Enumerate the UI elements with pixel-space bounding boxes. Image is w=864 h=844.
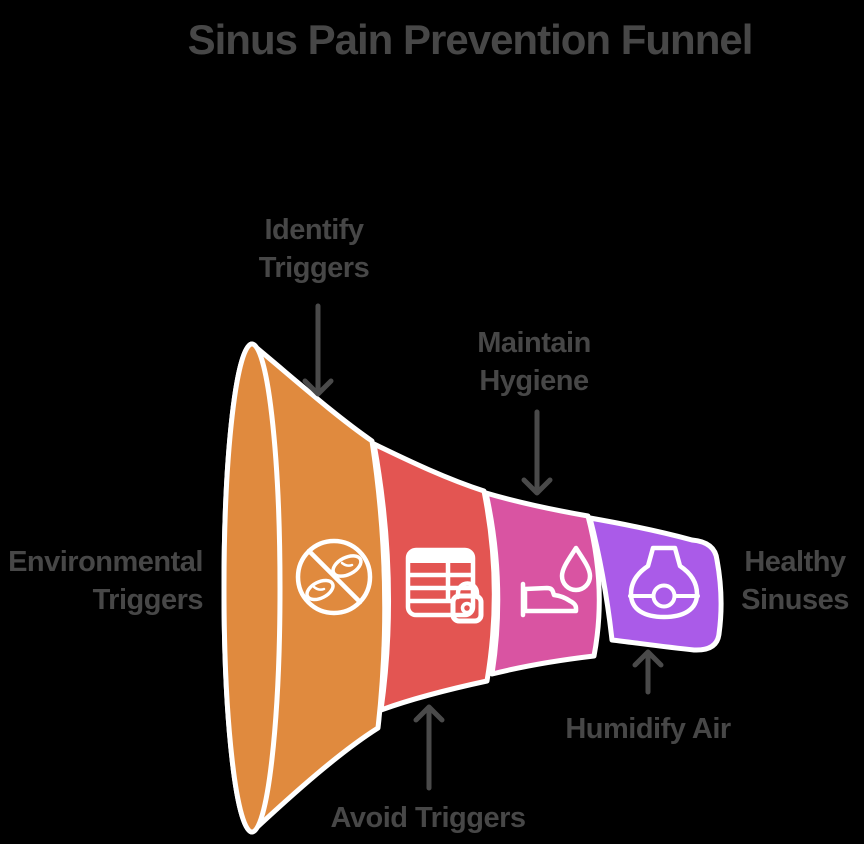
funnel-output-label: Healthy Sinuses — [741, 546, 849, 616]
stage-label-humidify-air: Humidify Air — [565, 713, 731, 745]
arrow-down-icon — [521, 477, 553, 496]
page-title: Sinus Pain Prevention Funnel — [187, 16, 754, 63]
stage-maintain-segment — [483, 490, 602, 677]
funnel-mouth-rim — [221, 341, 283, 835]
locked-schedule-icon — [405, 547, 484, 624]
stage-label-identify-triggers: Identify Triggers — [258, 214, 370, 284]
identify-arrow — [302, 303, 334, 397]
maintain-arrow — [521, 409, 553, 496]
arrow-down-icon — [302, 378, 334, 397]
lock-keyhole — [460, 601, 474, 615]
arrow-up-icon — [413, 704, 445, 723]
hand-hygiene-icon — [520, 545, 593, 618]
stage-label-maintain-hygiene: Maintain Hygiene — [477, 327, 591, 397]
no-allergens-icon — [295, 538, 373, 616]
stage-humidify-segment — [587, 515, 724, 653]
arrow-up-icon — [632, 649, 664, 668]
humidify-arrow — [632, 649, 664, 695]
avoid-arrow — [413, 704, 445, 791]
funnel-segments — [221, 341, 724, 835]
funnel-input-label: Environmental Triggers — [8, 546, 203, 616]
water-drop — [559, 545, 593, 593]
stage-label-avoid-triggers: Avoid Triggers — [330, 802, 526, 834]
humidifier-icon — [628, 545, 700, 620]
